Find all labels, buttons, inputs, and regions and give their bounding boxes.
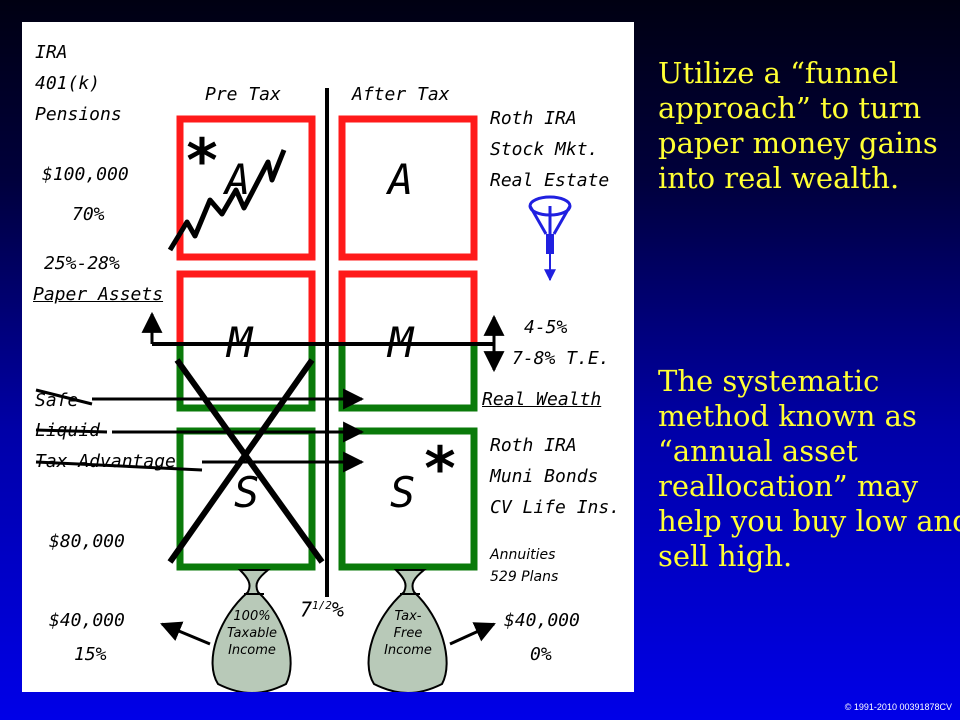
right-bottom-item: Roth IRA: [490, 435, 577, 456]
side-line: The systematic: [658, 364, 880, 398]
col-after-tax: After Tax: [352, 84, 450, 105]
box-top-left: [176, 115, 316, 261]
bag-right-line: Tax-: [394, 609, 422, 624]
left-value-1: $100,000: [42, 164, 129, 185]
left-pct-3: 15%: [74, 644, 107, 665]
tax-advantage-label: Tax Advantage: [35, 451, 176, 472]
side-line: help you buy low and: [658, 504, 960, 538]
side-line: reallocation” may: [658, 469, 919, 503]
bag-left-line: Income: [228, 643, 276, 658]
center-rate-base: 7: [300, 597, 313, 622]
bag-right-line: Income: [384, 643, 432, 658]
money-bag-left-icon: [211, 569, 292, 692]
arrow-bag-right: [449, 622, 496, 646]
asterisk-bottom: *: [422, 434, 459, 504]
box-top-right: [338, 115, 478, 261]
diagram-graphics: [35, 88, 572, 692]
box-mid-left-letter: M: [227, 318, 253, 367]
center-rate: 71/2%: [300, 590, 344, 626]
diagram-panel: IRA 401(k) Pensions Pre Tax After Tax $1…: [22, 22, 634, 692]
center-rate-sup: 1/2: [312, 599, 332, 612]
left-top-item: Pensions: [35, 104, 122, 125]
bag-left-line: 100%: [233, 609, 271, 624]
right-small-item: Annuities: [490, 547, 556, 563]
right-value-3: $40,000: [504, 610, 580, 631]
side-line: approach” to turn: [658, 91, 922, 125]
paper-assets: Paper Assets: [33, 284, 164, 305]
safe-label: Safe: [35, 390, 79, 411]
side-line: Utilize a “funnel: [658, 56, 899, 90]
side-paragraph-1: Utilize a “funnel approach” to turn pape…: [658, 56, 958, 196]
side-line: sell high.: [658, 539, 793, 573]
box-bottom-right-letter: S: [390, 468, 416, 517]
strike-safe: [35, 388, 93, 406]
strike-liquid: [35, 428, 108, 434]
bag-right-line: Free: [393, 626, 423, 641]
right-small-list: Annuities 529 Plans: [490, 544, 558, 588]
right-bottom-item: Muni Bonds: [490, 466, 599, 487]
right-rate-2: 7-8% T.E.: [512, 348, 610, 369]
right-small-item: 529 Plans: [490, 569, 559, 585]
left-top-item: 401(k): [35, 73, 101, 94]
arrow-bag-left: [160, 621, 211, 646]
left-top-list: IRA 401(k) Pensions: [35, 37, 122, 130]
left-value-2: $80,000: [49, 531, 125, 552]
funnel-icon: [528, 195, 572, 282]
center-rate-pct: %: [331, 597, 344, 622]
right-top-list: Roth IRA Stock Mkt. Real Estate: [490, 103, 609, 196]
right-bottom-list: Roth IRA Muni Bonds CV Life Ins.: [490, 430, 620, 523]
side-line: method known as: [658, 399, 917, 433]
right-top-item: Stock Mkt.: [490, 139, 599, 160]
box-mid-right-green: [338, 344, 478, 412]
bag-left-label: 100% Taxable Income: [212, 608, 292, 659]
strike-tax-advantage: [35, 460, 203, 472]
side-line: into real wealth.: [658, 161, 900, 195]
bag-right-label: Tax- Free Income: [368, 608, 448, 659]
col-pre-tax: Pre Tax: [205, 84, 281, 105]
box-bottom-left-letter: S: [234, 468, 260, 517]
stock-zigzag: [167, 149, 287, 252]
side-paragraph-2: The systematic method known as “annual a…: [658, 364, 960, 574]
side-line: paper money gains: [658, 126, 938, 160]
right-top-item: Roth IRA: [490, 108, 577, 129]
liquid-label: Liquid: [35, 420, 101, 441]
bag-left-line: Taxable: [226, 626, 278, 641]
right-bottom-item: CV Life Ins.: [490, 497, 621, 518]
right-top-item: Real Estate: [490, 170, 610, 191]
box-mid-right-letter: M: [388, 318, 414, 367]
right-rate-1: 4-5%: [524, 317, 568, 338]
money-bag-right-icon: [367, 569, 448, 692]
left-pct-1: 70%: [72, 204, 105, 225]
left-top-item: IRA: [35, 42, 68, 63]
box-top-left-letter: A: [225, 155, 251, 204]
left-rate: 25%-28%: [44, 253, 120, 274]
box-top-right-letter: A: [388, 155, 414, 204]
side-line: “annual asset: [658, 434, 858, 468]
right-pct-3: 0%: [530, 644, 552, 665]
asterisk-top: *: [184, 126, 221, 196]
box-mid-left-green: [176, 344, 316, 412]
box-mid-right-red: [338, 270, 478, 344]
box-mid-left-red: [176, 270, 316, 344]
real-wealth: Real Wealth: [482, 389, 602, 410]
box-bottom-right: [338, 427, 478, 571]
left-value-3: $40,000: [49, 610, 125, 631]
copyright-notice: © 1991-2010 00391878CV: [844, 702, 952, 712]
